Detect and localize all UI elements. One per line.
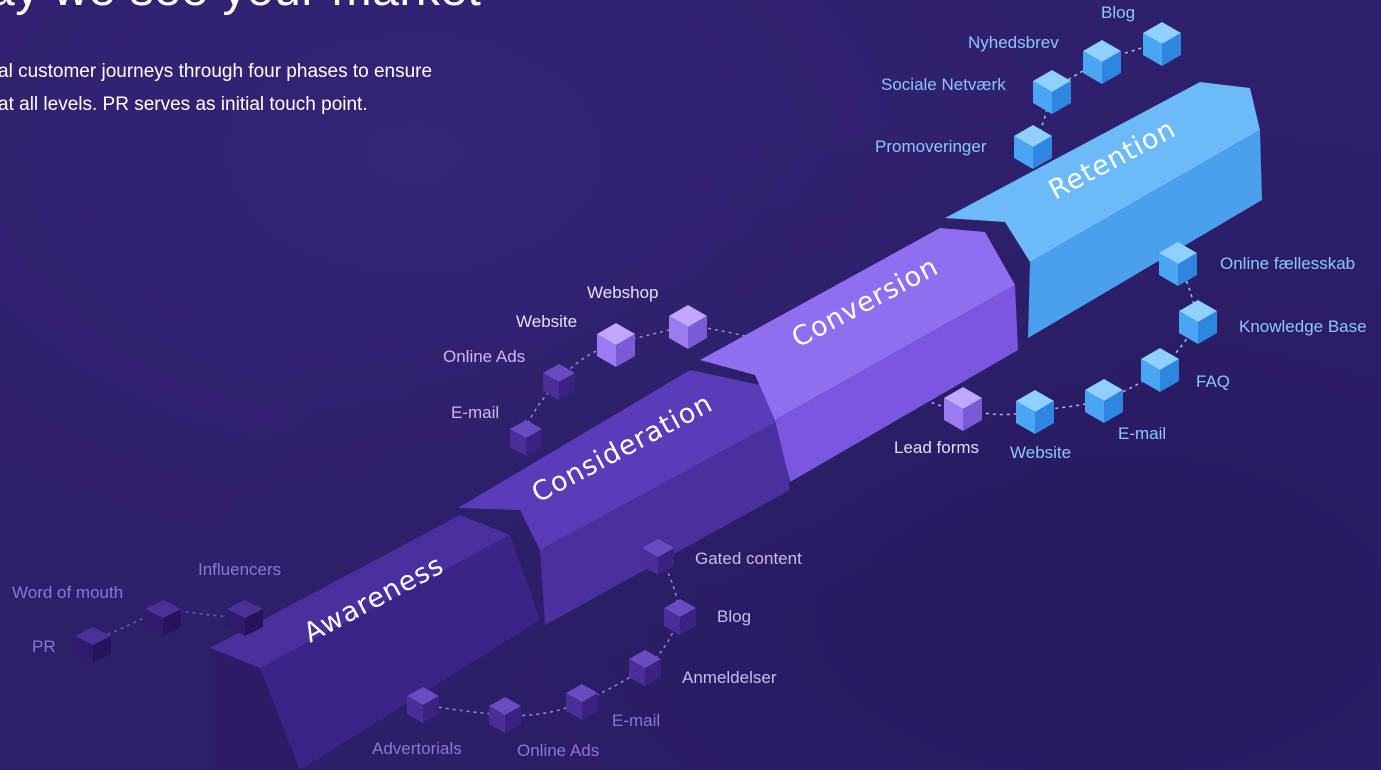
cube-icon (75, 627, 111, 663)
touchpoint-label: Online Ads (517, 741, 600, 760)
touchpoint-label: E-mail (612, 711, 661, 730)
cube-icon (543, 364, 575, 400)
intro-line-2: at all levels. PR serves as initial touc… (0, 94, 368, 115)
touchpoint-label: Gated content (695, 549, 802, 568)
touchpoint-label: PR (32, 637, 56, 656)
touchpoint-label: FAQ (1196, 372, 1231, 391)
cube-icon (1143, 22, 1181, 66)
touchpoint-label: Influencers (198, 560, 282, 579)
cube-icon (510, 420, 542, 456)
touchpoint-label: Blog (717, 607, 752, 626)
consideration-block (458, 370, 790, 625)
cube-icon (1016, 390, 1054, 434)
cube-icon (1083, 40, 1121, 84)
touchpoint-label: Blog (1101, 3, 1136, 22)
touchpoint-label: Online Ads (443, 347, 526, 366)
cube-icon (944, 387, 982, 431)
touchpoint-label: Online fællesskab (1220, 254, 1356, 273)
cube-icon (566, 684, 598, 720)
awareness-block (210, 515, 540, 770)
touchpoint-label: Webshop (587, 283, 659, 302)
touchpoint-label: Anmeldelser (682, 668, 777, 687)
touchpoint-label: Lead forms (894, 438, 980, 457)
touchpoint-label: Advertorials (372, 739, 462, 758)
touchpoint-label: Word of mouth (12, 583, 124, 602)
cube-icon (145, 600, 181, 636)
cube-icon (1085, 379, 1123, 423)
cube-icon (1179, 300, 1217, 344)
retention-top-connector (1034, 41, 1161, 146)
retention-block (945, 82, 1262, 338)
cube-icon (1033, 70, 1071, 114)
intro-line-1: al customer journeys through four phases… (0, 61, 433, 82)
touchpoint-label: Nyhedsbrev (968, 33, 1059, 52)
touchpoint-label: Knowledge Base (1239, 317, 1367, 336)
cube-icon (597, 323, 635, 367)
page-title: ay we see your market (0, 0, 481, 17)
touchpoint-label: Website (516, 312, 578, 331)
cube-icon (664, 599, 696, 635)
awareness-connector (94, 607, 246, 641)
cube-icon (629, 650, 661, 686)
cube-icon (1014, 125, 1052, 169)
conversion-block (700, 228, 1018, 482)
cube-icon (489, 697, 521, 733)
cube-icon (669, 305, 707, 349)
touchpoint-label: Sociale Netværk (881, 75, 1006, 94)
touchpoint-label: Website (1010, 443, 1072, 462)
touchpoint-label: E-mail (1118, 424, 1167, 443)
touchpoint-label: Promoveringer (875, 137, 987, 156)
touchpoint-label: E-mail (451, 403, 500, 422)
cube-icon (1141, 348, 1179, 392)
